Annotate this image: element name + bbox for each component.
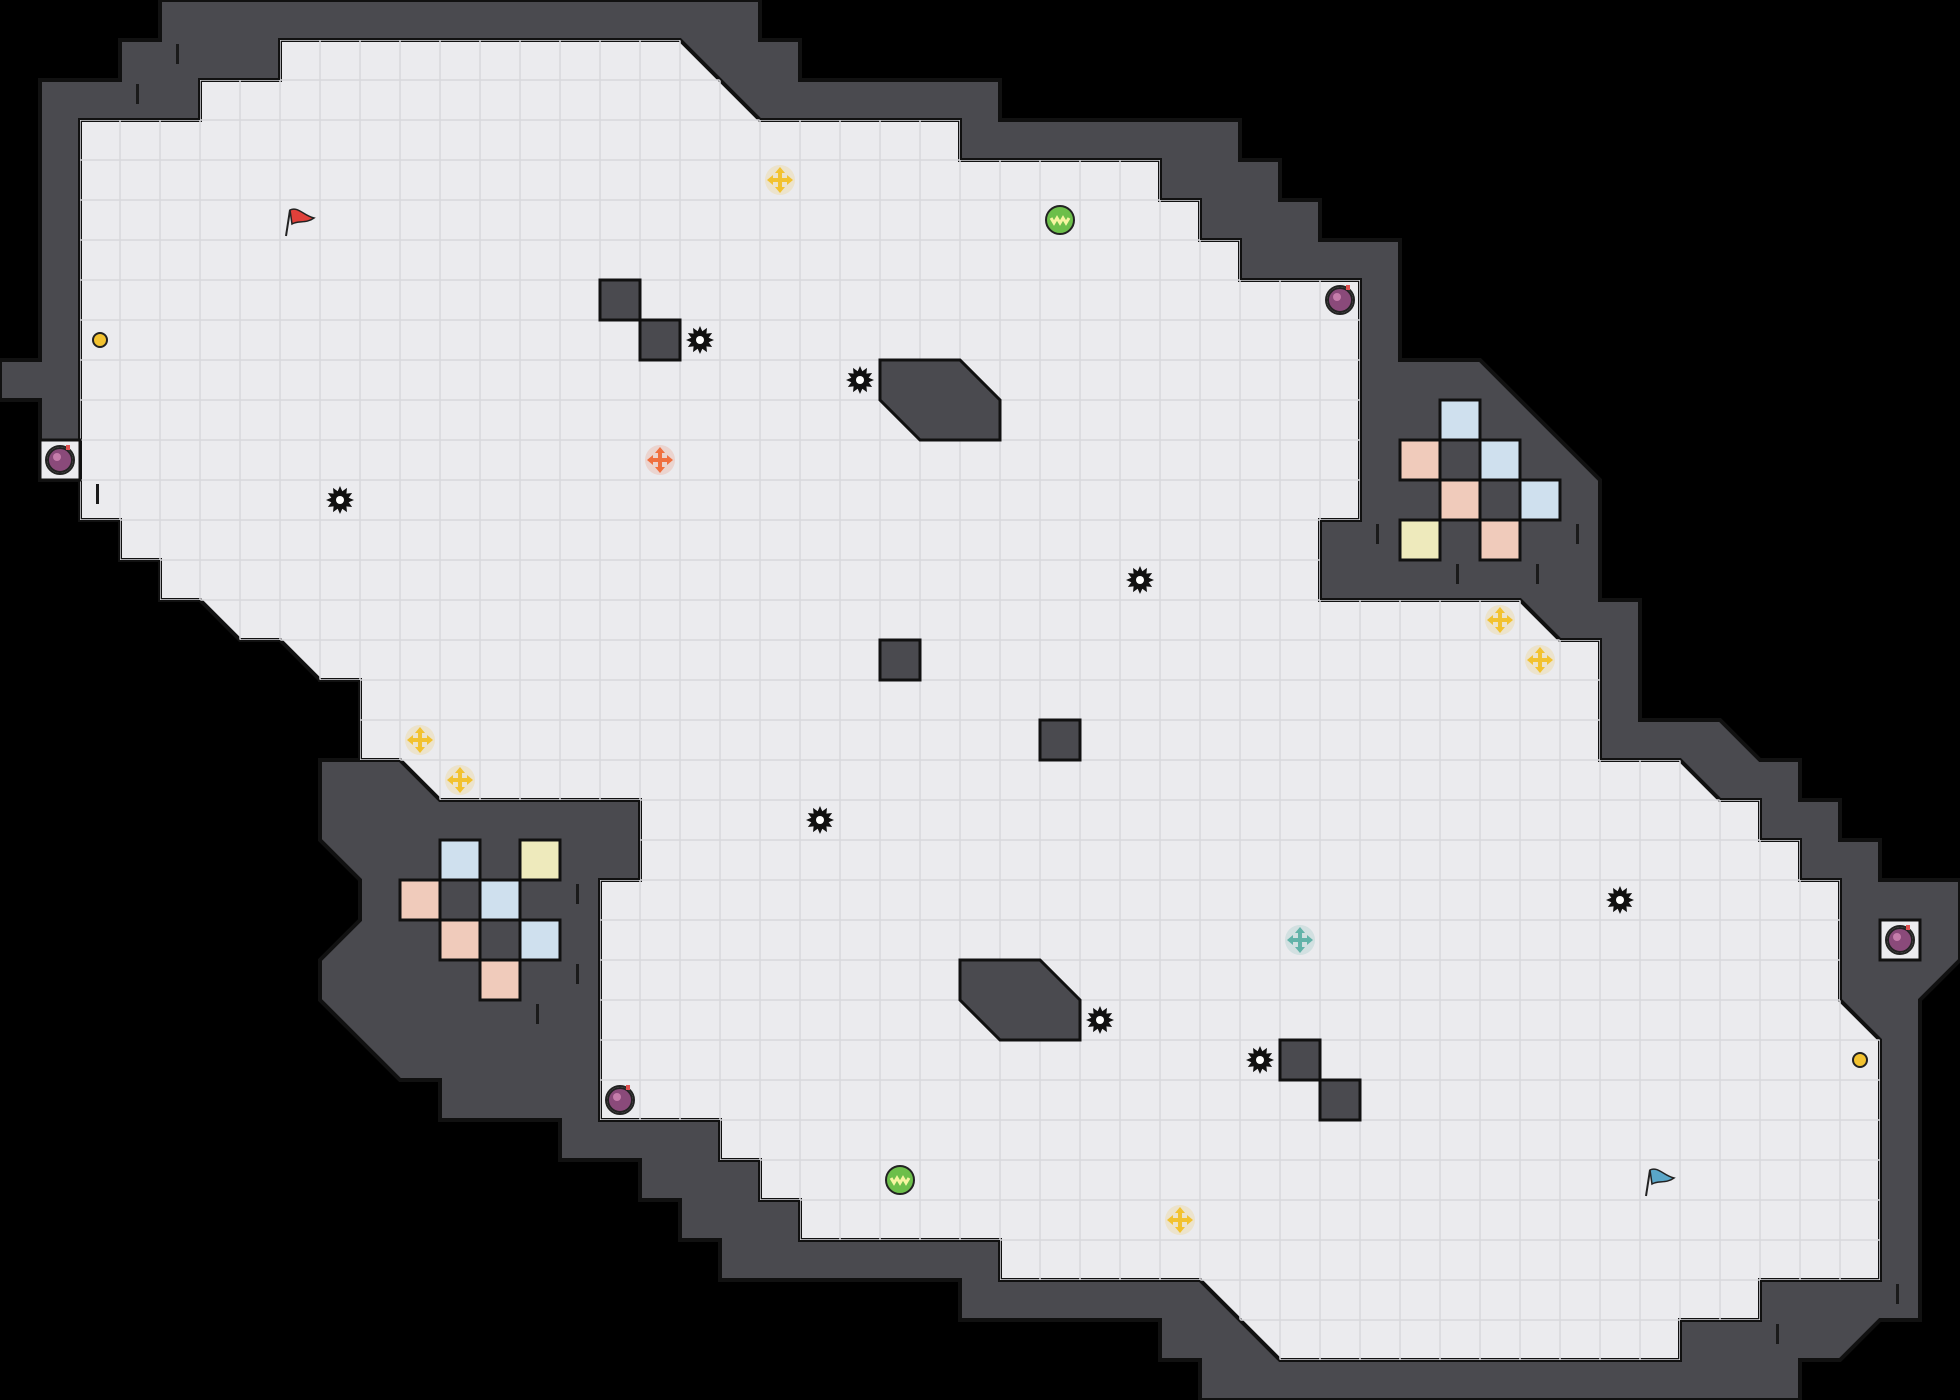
wall-block xyxy=(1318,1078,1362,1122)
tile-blue xyxy=(1478,438,1522,482)
wall-slit xyxy=(96,484,99,504)
wall-slit xyxy=(1376,524,1379,544)
entity-layer xyxy=(45,44,1915,1344)
powerup-icon xyxy=(1045,205,1075,235)
spike-icon xyxy=(806,806,834,834)
powerup-icon xyxy=(885,1165,915,1195)
bomb-icon xyxy=(45,445,75,475)
boost-icon xyxy=(645,445,675,475)
spike-icon xyxy=(326,486,354,514)
wall-block xyxy=(598,278,642,322)
tile-blue xyxy=(438,838,482,882)
wall-diamond xyxy=(958,958,1082,1042)
wall-slit xyxy=(536,1004,539,1024)
wall-diamond xyxy=(878,358,1002,442)
wall-slit xyxy=(136,84,139,104)
tile-blue xyxy=(1438,398,1482,442)
wall-slit xyxy=(1896,1284,1899,1304)
spike-icon xyxy=(846,366,874,394)
tile-red xyxy=(1438,478,1482,522)
boost-icon xyxy=(1165,1205,1195,1235)
boost-icon xyxy=(445,765,475,795)
wall-slit xyxy=(576,884,579,904)
tile-yellow xyxy=(1398,518,1442,562)
tile-red xyxy=(438,918,482,962)
red-flag-icon xyxy=(285,208,316,237)
bomb-icon xyxy=(605,1085,635,1115)
wall-block xyxy=(1038,718,1082,762)
wall-slit xyxy=(1456,564,1459,584)
spike-icon xyxy=(1126,566,1154,594)
wall-block xyxy=(1278,1038,1322,1082)
portal-icon xyxy=(92,332,108,348)
tile-yellow xyxy=(518,838,562,882)
boost-icon xyxy=(405,725,435,755)
blue-flag-icon xyxy=(1645,1168,1676,1197)
spike-icon xyxy=(686,326,714,354)
spike-icon xyxy=(1606,886,1634,914)
wall-slit xyxy=(176,44,179,64)
spike-icon xyxy=(1246,1046,1274,1074)
bomb-icon xyxy=(1885,925,1915,955)
wall-slit xyxy=(1576,524,1579,544)
wall-block xyxy=(878,638,922,682)
team-tiles-right xyxy=(1398,398,1562,562)
tile-blue xyxy=(478,878,522,922)
wall-slit xyxy=(1536,564,1539,584)
boost-icon xyxy=(1485,605,1515,635)
tile-red xyxy=(478,958,522,1002)
tile-red xyxy=(1478,518,1522,562)
boost-icon xyxy=(765,165,795,195)
tile-red xyxy=(398,878,442,922)
wall-slit xyxy=(1776,1324,1779,1344)
portal-icon xyxy=(1852,1052,1868,1068)
boost-icon xyxy=(1525,645,1555,675)
spike-icon xyxy=(1086,1006,1114,1034)
tile-blue xyxy=(1518,478,1562,522)
tile-red xyxy=(1398,438,1442,482)
bomb-icon xyxy=(1325,285,1355,315)
wall-slit xyxy=(576,964,579,984)
boost-icon xyxy=(1285,925,1315,955)
team-tiles-left xyxy=(398,838,562,1002)
wall-block xyxy=(638,318,682,362)
tile-blue xyxy=(518,918,562,962)
